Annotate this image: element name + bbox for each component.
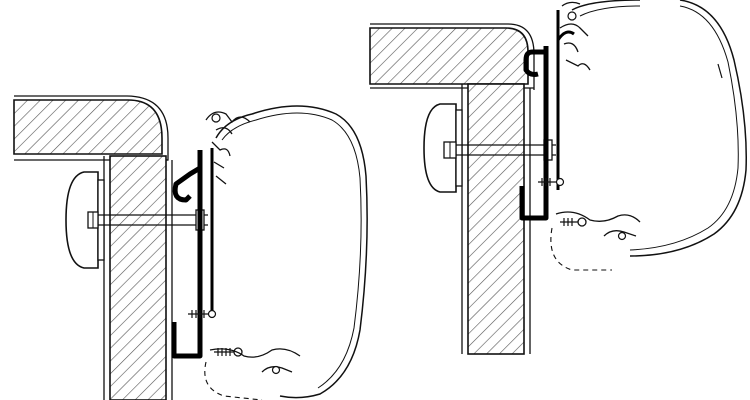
- right-screw-lower: [560, 217, 587, 227]
- right-awning-lower-section: [550, 211, 641, 271]
- right-roof-wall-section: [369, 23, 535, 355]
- left-screw-lower: [214, 347, 243, 357]
- right-interior-plate: [423, 103, 463, 193]
- right-awning-housing: [559, 0, 747, 257]
- right-assembly: [369, 0, 747, 355]
- left-screw-upper: [188, 309, 217, 319]
- left-roof-wall-section: [13, 95, 173, 400]
- left-wall-bracket: [171, 148, 214, 359]
- left-awning-housing: [205, 105, 368, 399]
- left-assembly: [13, 95, 368, 400]
- right-screw-upper: [538, 177, 565, 187]
- left-awning-lower-section: [204, 348, 301, 400]
- right-wall-bracket: [519, 10, 575, 221]
